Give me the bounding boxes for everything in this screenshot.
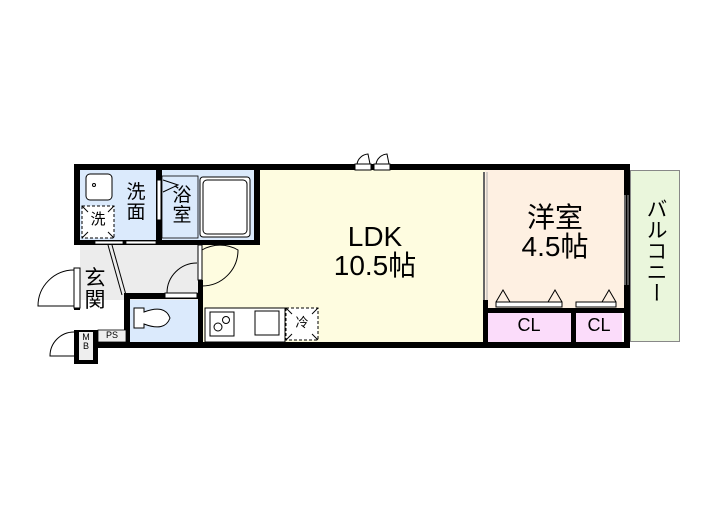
wall-cl-divider [571,308,576,344]
washing-machine-label: 洗 [90,211,106,228]
pipe-space-label: PS [105,330,118,340]
washroom-label: 洗 面 [122,183,150,223]
meter-box-1: M [82,332,90,342]
balcony-label: バルコニー [644,198,667,303]
meter-box-label: M B [79,332,93,352]
entrance-name-1: 玄 [84,267,106,290]
closet-1 [487,312,571,342]
western-room-name: 洋室 [526,202,583,233]
refrigerator-label: 冷 [295,315,309,330]
western-room-size: 4.5帖 [521,231,589,263]
western-room [485,170,625,310]
ldk-size: 10.5帖 [333,250,417,282]
ldk-name: LDK [347,221,403,252]
bathroom-name-1: 浴 [172,185,192,206]
balcony [630,170,680,342]
wall-right [624,164,630,348]
entrance-hall [80,244,200,300]
wall-cl-top [485,308,627,313]
wall-ldk-left [198,280,203,344]
wall-top [74,164,630,170]
mb-box [79,332,93,360]
bathroom-name-2: 室 [172,204,192,226]
entrance-label: 玄 関 [82,267,108,313]
wall-ldk-right [483,300,488,345]
wall-bottom [74,342,630,348]
wall-bath-bottom [74,240,260,245]
meter-box-2: B [82,341,89,352]
closet-2 [576,312,622,342]
western-room-label: 洋室 4.5帖 [495,203,615,262]
washroom-name-2: 面 [126,201,146,223]
wall-toilet-left [124,293,130,345]
wall-toilet-top [128,293,200,299]
wall-bath-right [254,164,260,245]
closet-1-label: CL [517,315,541,335]
ldk-label: LDK 10.5帖 [310,222,440,281]
entrance-name-2: 関 [84,289,106,313]
washroom-name-1: 洗 [126,182,146,203]
bathroom-label: 浴 室 [168,186,196,226]
wall-left-upper [74,164,80,244]
closet-2-label: CL [587,315,611,335]
